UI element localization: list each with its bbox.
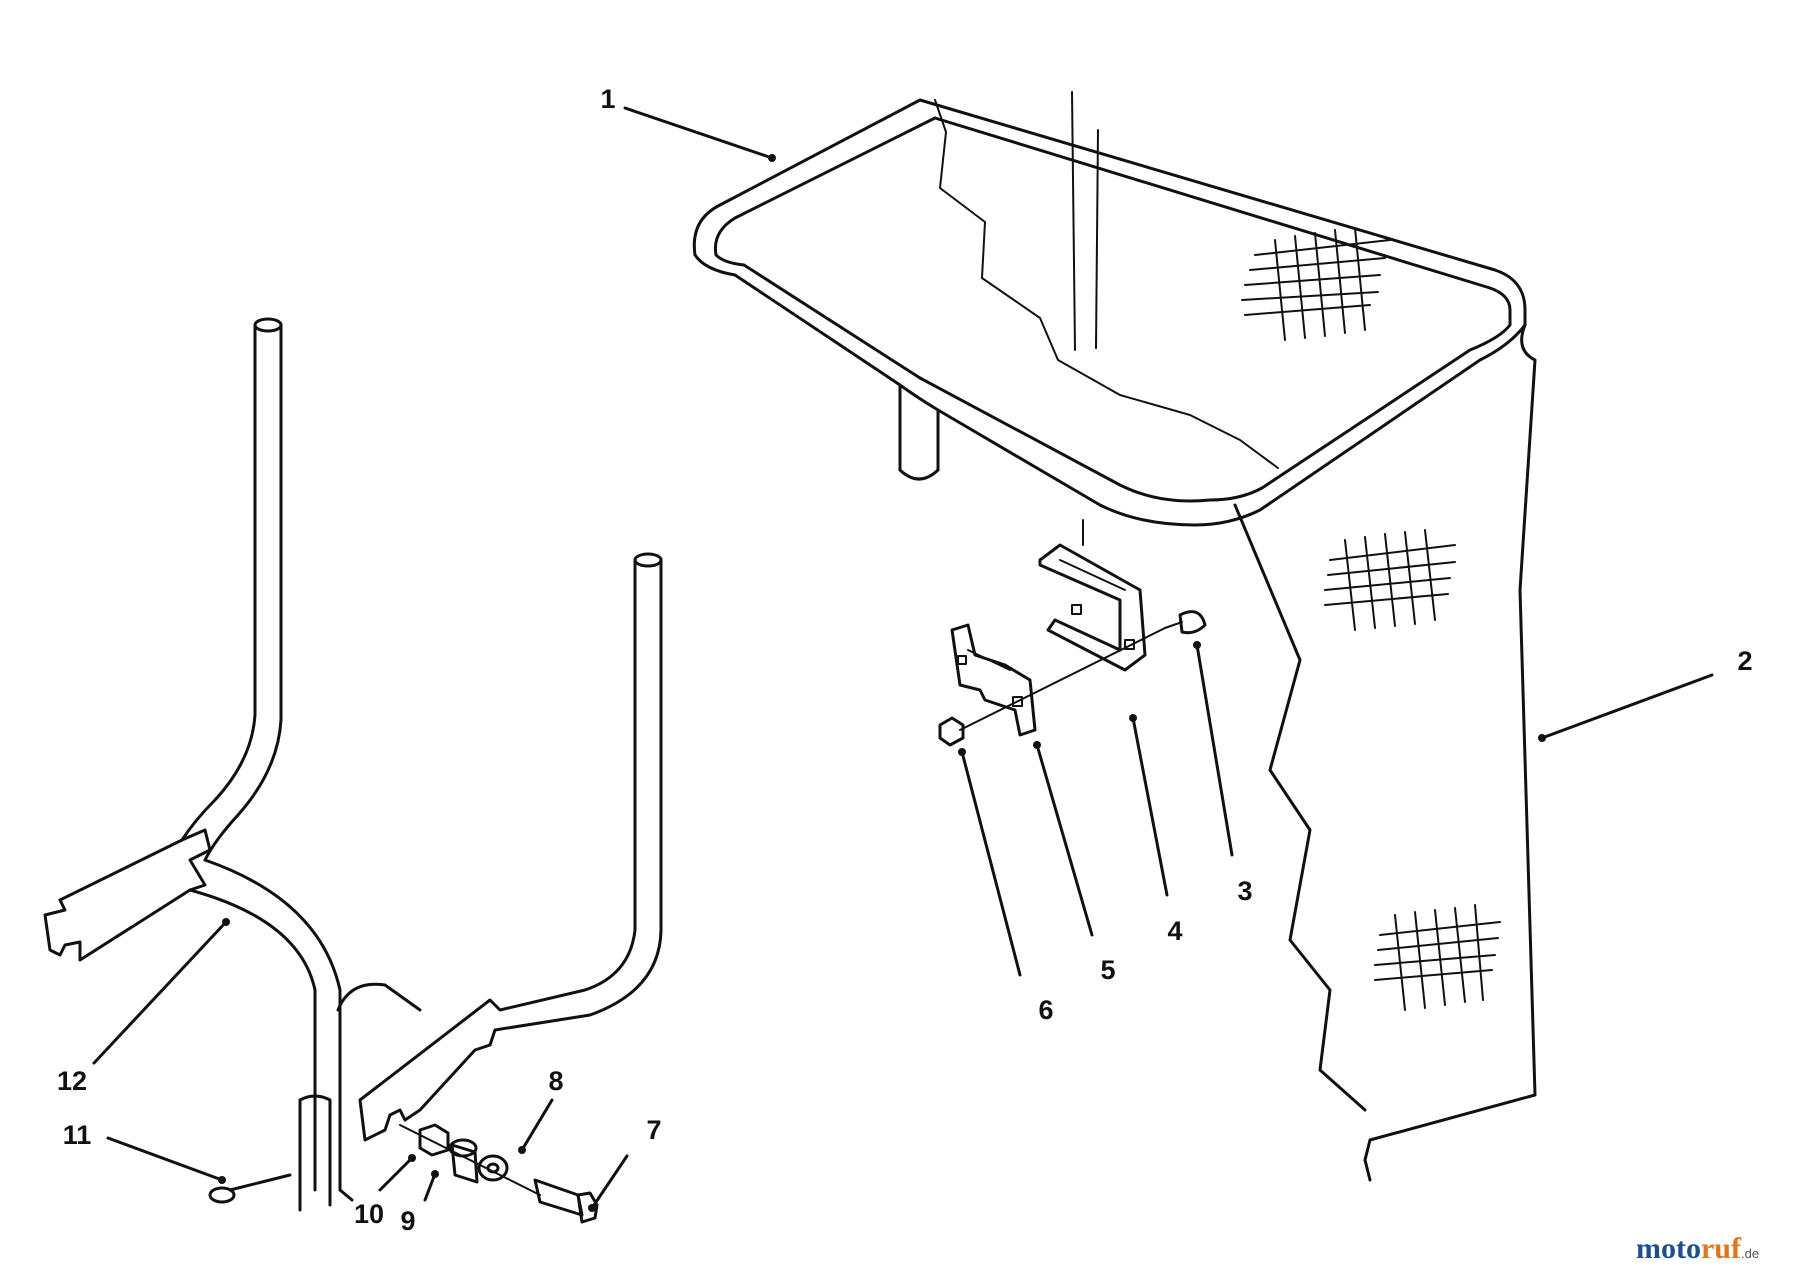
hitch-pin bbox=[208, 1173, 292, 1204]
callout-5: 5 bbox=[1100, 955, 1115, 985]
callout-9: 9 bbox=[400, 1206, 415, 1236]
hex-bolt bbox=[533, 1178, 599, 1224]
watermark: motoruf.de bbox=[1636, 1232, 1759, 1265]
callout-1: 1 bbox=[600, 84, 615, 114]
callout-3: 3 bbox=[1237, 876, 1252, 906]
callout-10: 10 bbox=[354, 1199, 384, 1229]
callout-4: 4 bbox=[1167, 916, 1182, 946]
callout-6: 6 bbox=[1038, 995, 1053, 1025]
callout-11: 11 bbox=[63, 1120, 92, 1150]
mesh-texture-bottom bbox=[1374, 904, 1501, 1011]
assembly-axis-line bbox=[959, 627, 1166, 731]
hitch-post bbox=[298, 1094, 332, 1212]
clamp-plate bbox=[950, 623, 1037, 737]
frame-support bbox=[43, 317, 663, 1202]
callout-12: 12 bbox=[57, 1066, 87, 1096]
hardware-axis-line bbox=[399, 1124, 541, 1196]
callout-8: 8 bbox=[548, 1066, 563, 1096]
leader-lines bbox=[92, 106, 1714, 1212]
callout-2: 2 bbox=[1737, 646, 1752, 676]
lock-nut bbox=[418, 1123, 450, 1157]
bracket bbox=[1038, 519, 1147, 672]
mesh-texture-middle bbox=[1324, 529, 1456, 631]
callout-7: 7 bbox=[646, 1115, 661, 1145]
mesh-texture-top bbox=[1241, 227, 1391, 341]
bag-frame bbox=[692, 91, 1527, 527]
grass-bag bbox=[1233, 227, 1537, 1182]
carriage-bolt bbox=[1164, 610, 1207, 635]
hex-nut bbox=[938, 716, 965, 747]
